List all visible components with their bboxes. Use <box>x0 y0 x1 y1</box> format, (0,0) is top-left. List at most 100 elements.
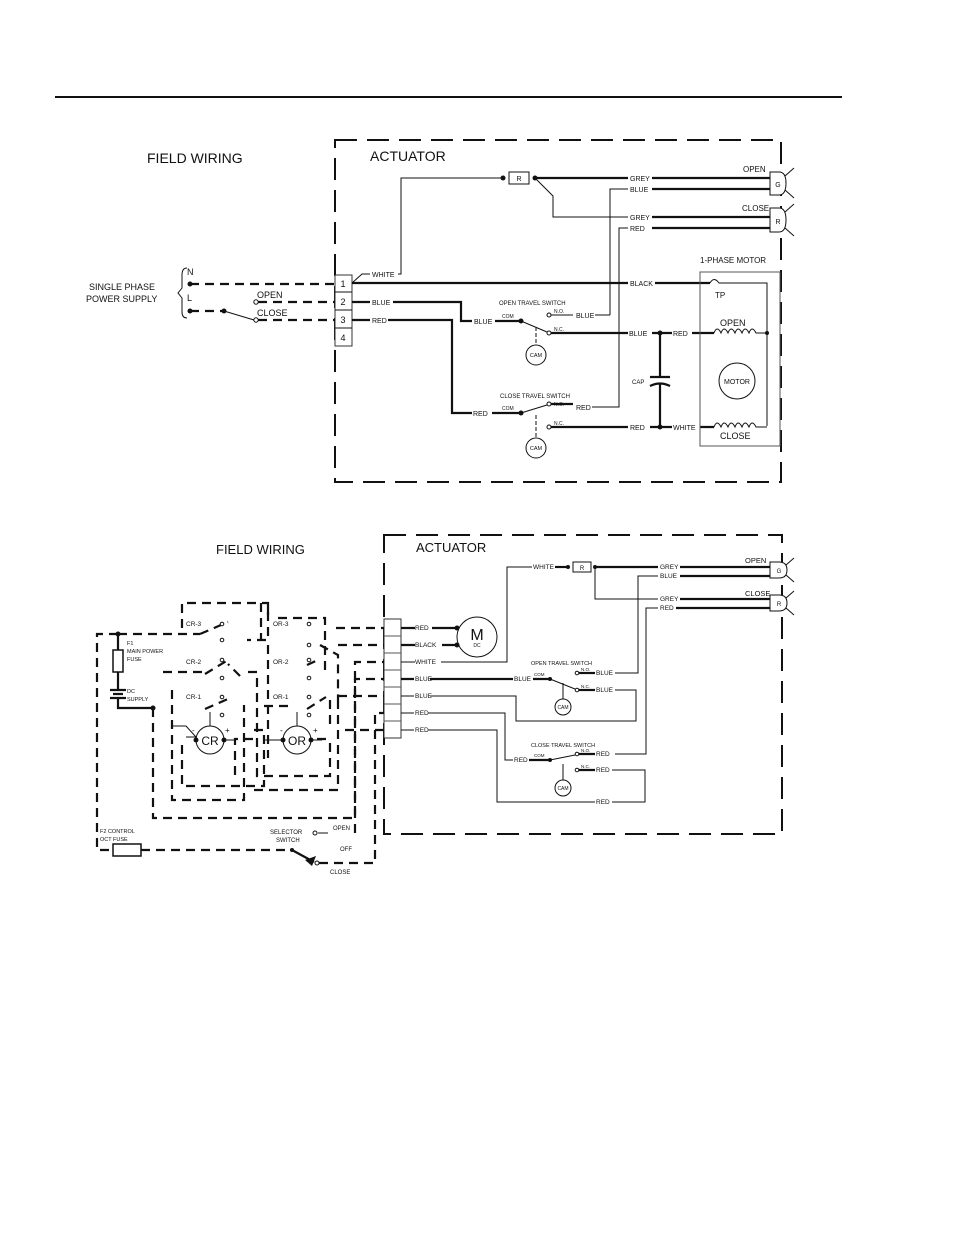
diagram2-open_switch-title-label: OPEN TRAVEL SWITCH <box>531 661 592 667</box>
open-indicator-g <box>769 171 787 196</box>
close-indicator-r-2 <box>769 594 788 612</box>
control-circuit <box>95 601 384 866</box>
diagram1-wires-sw_red_in-label: RED <box>473 411 488 418</box>
open-close-switch-blade[interactable] <box>223 310 255 321</box>
diagram2-field_wiring_title-label: FIELD WIRING <box>216 542 305 557</box>
diagram1-open_switch-com-label: COM <box>502 314 514 320</box>
diagram1-wires-black-label: BLACK <box>630 281 653 288</box>
diagram1-indicators-g-label: G <box>775 182 780 189</box>
diagram1-field_wiring_title-label: FIELD WIRING <box>147 150 243 166</box>
diagram1-resistor-label: R <box>516 176 521 183</box>
diagram1-open_switch-cam-label: CAM <box>530 353 543 359</box>
diagram2-wires-white_top-label: WHITE <box>533 564 555 571</box>
diagram2-f2-l2-label: OCT FUSE <box>100 837 128 843</box>
diagram2-wires-t3-label: WHITE <box>415 659 437 666</box>
diagram1-motor-tp-label: TP <box>715 291 725 300</box>
diagram1-wires-grey1-label: GREY <box>630 176 650 183</box>
diagram2-close_switch-no-label: N.O. <box>581 748 590 753</box>
diagram2-close_switch-title-label: CLOSE TRAVEL SWITCH <box>531 743 595 749</box>
single-phase-wiring-diagram <box>177 139 795 483</box>
dc-supply-battery <box>110 688 152 710</box>
diagram2-close_switch-cam-label: CAM <box>557 786 568 792</box>
diagram2-wires-nc_blue-label: BLUE <box>596 687 614 694</box>
diagram2-dc_supply-l2-label: SUPPLY <box>127 697 149 703</box>
diagram2-f1-l3-label: FUSE <box>127 657 142 663</box>
open-winding <box>713 328 767 335</box>
diagram2-relays-or3-label: OR-3 <box>273 621 289 628</box>
motor-box <box>699 271 781 447</box>
diagram2-relays-plus-label: + <box>313 726 318 735</box>
diagram1-terminals-0-label: 1 <box>340 279 345 289</box>
diagram1-indicators-close-label: CLOSE <box>742 204 769 213</box>
close-winding <box>713 422 767 429</box>
diagram1-terminals-3-label: 4 <box>340 333 345 343</box>
diagram1-wires-nc2_white-label: WHITE <box>673 425 696 432</box>
open-contact <box>253 299 259 305</box>
diagram2-motor-dc-label: DC <box>473 643 481 649</box>
white-wire <box>351 177 503 284</box>
diagram1-wires-t2_blue-label: BLUE <box>372 300 391 307</box>
diagram2-wires-t7-label: RED <box>415 727 429 734</box>
diagram2-open_switch-com-label: COM <box>534 672 545 677</box>
diagram1-supply-n-label: N <box>187 267 194 277</box>
diagram2-relays-cr2-label: CR-2 <box>186 659 202 666</box>
diagram2-close_switch-nc-label: N.C. <box>581 764 590 769</box>
diagram2-wires-blue1-label: BLUE <box>660 573 678 580</box>
capacitor <box>649 333 671 427</box>
diagram2-relays-minus-label: - <box>192 726 195 735</box>
diagram2-selector-l2-label: SWITCH <box>276 838 300 844</box>
resistor <box>508 171 530 185</box>
diagram1-wires-nc2_red-label: RED <box>630 425 645 432</box>
diagram2-selector-close-label: CLOSE <box>330 870 350 876</box>
diagram2-actuator_title-label: ACTUATOR <box>416 540 486 555</box>
diagram2-selector-open-label: OPEN <box>333 826 350 832</box>
diagram1-supply-open-label: OPEN <box>257 290 283 300</box>
diagram2-wires-sw_blue_in-label: BLUE <box>514 676 532 683</box>
diagram2-wires-sw_red_in-label: RED <box>514 757 528 764</box>
diagram2-indicators-open-label: OPEN <box>745 556 766 565</box>
diagram2-wires-no_blue-label: BLUE <box>596 670 614 677</box>
diagram2-wires-no_red-label: RED <box>596 751 610 758</box>
diagram2-relays-cr-label: CR <box>201 734 219 748</box>
diagram1-wires-nc_red-label: RED <box>673 331 688 338</box>
diagram2-wires-t1-label: RED <box>415 625 429 632</box>
diagram1-motor-motor-label: MOTOR <box>724 379 750 386</box>
diagram2-wires-grey1-label: GREY <box>660 564 679 571</box>
diagram2-wires-grey2-label: GREY <box>660 596 679 603</box>
diagram1-indicators-r-label: R <box>775 219 780 226</box>
diagram1-motor-title-label: 1-PHASE MOTOR <box>700 256 766 265</box>
thermal-protector <box>709 279 768 426</box>
close-cam-2 <box>554 779 572 797</box>
diagram2-indicators-g-label: G <box>777 569 782 575</box>
terminal-block <box>334 274 353 347</box>
close-cam <box>525 437 547 459</box>
diagram2-close_switch-com-label: COM <box>534 753 545 758</box>
diagram1-wires-no_blue-label: BLUE <box>576 313 595 320</box>
open-cam-2 <box>554 698 572 716</box>
diagram2-wires-red1-label: RED <box>660 605 674 612</box>
diagram2-wires-nc_red-label: RED <box>596 767 610 774</box>
open-cam <box>525 344 547 366</box>
diagram1-wires-nc_blue-label: BLUE <box>629 331 648 338</box>
diagram2-wires-t4-label: BLUE <box>415 676 433 683</box>
diagram2-relays-or-label: OR <box>288 734 306 748</box>
diagram1-close_switch-no-label: N.O. <box>554 402 564 408</box>
diagram1-wires-blue1-label: BLUE <box>630 187 649 194</box>
diagram1-open_switch-title-label: OPEN TRAVEL SWITCH <box>499 301 566 307</box>
diagram2-open_switch-cam-label: CAM <box>557 705 568 711</box>
diagram1-wires-grey2-label: GREY <box>630 215 650 222</box>
main-power-fuse <box>112 649 124 673</box>
diagram2-dc_supply-l1-label: DC <box>127 689 135 695</box>
diagram2-selector-l1-label: SELECTOR <box>270 830 303 836</box>
diagram1-supply-l-label: L <box>187 293 192 303</box>
diagram1-close_switch-cam-label: CAM <box>530 446 543 452</box>
diagram2-relays-cr3-label: CR-3 <box>186 621 202 628</box>
motor-symbol <box>718 362 756 400</box>
diagram1-supply-close-label: CLOSE <box>257 308 288 318</box>
diagram1-close_switch-nc-label: N.C. <box>554 421 564 427</box>
diagram1-motor-open-label: OPEN <box>720 318 746 328</box>
diagram1-wires-red1-label: RED <box>630 226 645 233</box>
dc-motor <box>456 616 498 658</box>
diagram1-close_switch-title-label: CLOSE TRAVEL SWITCH <box>500 394 570 400</box>
terminal-block-2 <box>383 618 402 739</box>
